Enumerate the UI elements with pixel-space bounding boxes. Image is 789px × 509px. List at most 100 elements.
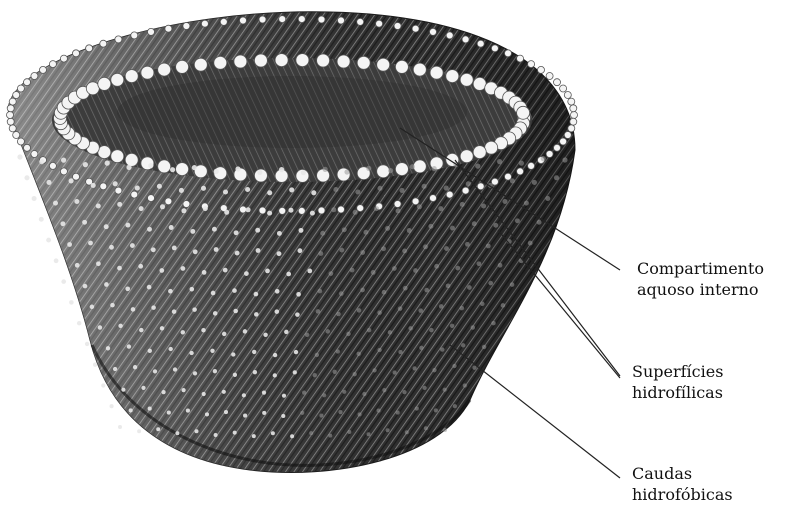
surface-head-group <box>243 329 247 333</box>
surface-head-group <box>159 268 164 273</box>
surface-head-group <box>138 264 143 269</box>
surface-head-group <box>133 365 137 369</box>
outer-head-group <box>13 92 20 99</box>
inner-head-group <box>473 146 486 159</box>
outer-head-group <box>357 18 364 25</box>
surface-head-group <box>371 270 376 275</box>
surface-head-group <box>32 196 37 201</box>
outer-head-group <box>430 28 437 35</box>
outer-head-group <box>570 118 577 125</box>
outer-head-group <box>298 207 305 214</box>
surface-head-group <box>169 347 173 351</box>
surface-head-group <box>82 220 87 225</box>
surface-head-group <box>318 289 323 294</box>
surface-head-group <box>377 348 381 352</box>
surface-head-group <box>181 208 186 213</box>
surface-head-group <box>54 258 59 263</box>
outer-head-group <box>7 118 14 125</box>
surface-head-group <box>232 288 237 293</box>
outer-head-group <box>7 105 14 112</box>
outer-head-group <box>318 16 325 23</box>
outer-head-group <box>505 50 512 57</box>
outer-head-group <box>240 17 247 24</box>
outer-head-group <box>131 191 138 198</box>
outer-head-group <box>491 45 498 52</box>
surface-head-group <box>245 187 250 192</box>
label-internal-compartment-line2: aquoso interno <box>637 279 764 300</box>
surface-head-group <box>455 266 460 271</box>
surface-head-group <box>77 321 81 325</box>
surface-head-group <box>439 304 444 309</box>
surface-head-group <box>502 199 507 204</box>
outer-head-group <box>100 183 107 190</box>
surface-head-group <box>127 344 131 348</box>
surface-head-group <box>148 163 153 168</box>
surface-head-group <box>344 169 349 174</box>
surface-head-group <box>336 312 341 317</box>
surface-head-group <box>282 394 286 398</box>
label-internal-compartment-line1: Compartimento <box>637 258 764 279</box>
surface-head-group <box>432 166 437 171</box>
inner-head-group <box>296 54 309 67</box>
surface-head-group <box>252 350 256 354</box>
outer-head-group <box>17 138 24 145</box>
surface-head-group <box>333 370 337 374</box>
surface-head-group <box>61 279 66 284</box>
surface-head-group <box>175 431 179 435</box>
inner-head-group <box>98 146 111 159</box>
outer-head-group <box>201 20 208 27</box>
surface-head-group <box>195 429 199 433</box>
surface-head-group <box>231 352 235 356</box>
inner-head-group <box>86 82 99 95</box>
inner-head-group <box>485 141 498 154</box>
surface-head-group <box>110 303 115 308</box>
surface-head-group <box>168 289 173 294</box>
inner-head-group <box>111 150 124 163</box>
surface-head-group <box>524 201 529 206</box>
outer-head-group <box>279 16 286 23</box>
surface-head-group <box>172 309 177 314</box>
surface-head-group <box>214 433 218 437</box>
surface-head-group <box>88 241 93 246</box>
inner-head-group <box>194 58 207 71</box>
surface-head-group <box>424 288 429 293</box>
surface-head-group <box>336 349 340 353</box>
outer-head-group <box>338 206 345 213</box>
outer-head-group <box>560 138 567 145</box>
surface-head-group <box>224 210 229 215</box>
surface-head-group <box>460 306 465 311</box>
surface-head-group <box>275 309 280 314</box>
surface-head-group <box>223 268 228 273</box>
outer-head-group <box>412 198 419 205</box>
surface-head-group <box>139 328 143 332</box>
outer-head-group <box>73 50 80 57</box>
surface-head-group <box>83 284 88 289</box>
outer-head-group <box>115 187 122 194</box>
surface-head-group <box>450 226 455 231</box>
inner-head-group <box>275 54 288 67</box>
surface-head-group <box>193 371 197 375</box>
surface-head-group <box>438 206 443 211</box>
surface-head-group <box>413 268 418 273</box>
inner-head-group <box>395 60 408 73</box>
surface-head-group <box>309 431 313 435</box>
surface-head-group <box>339 248 344 253</box>
surface-head-group <box>318 251 323 256</box>
surface-head-group <box>360 250 365 255</box>
inner-head-group <box>395 163 408 176</box>
surface-head-group <box>162 390 166 394</box>
surface-head-group <box>106 346 110 350</box>
surface-head-group <box>515 218 520 223</box>
surface-head-group <box>403 286 408 291</box>
surface-head-group <box>141 386 145 390</box>
surface-head-group <box>113 181 118 186</box>
outer-head-group <box>357 205 364 212</box>
surface-head-group <box>271 431 275 435</box>
surface-head-group <box>472 221 477 226</box>
surface-head-group <box>418 308 423 313</box>
surface-head-group <box>407 228 412 233</box>
outer-head-group <box>446 191 453 198</box>
surface-head-group <box>466 181 471 186</box>
surface-head-group <box>277 251 282 256</box>
surface-head-group <box>402 248 407 253</box>
